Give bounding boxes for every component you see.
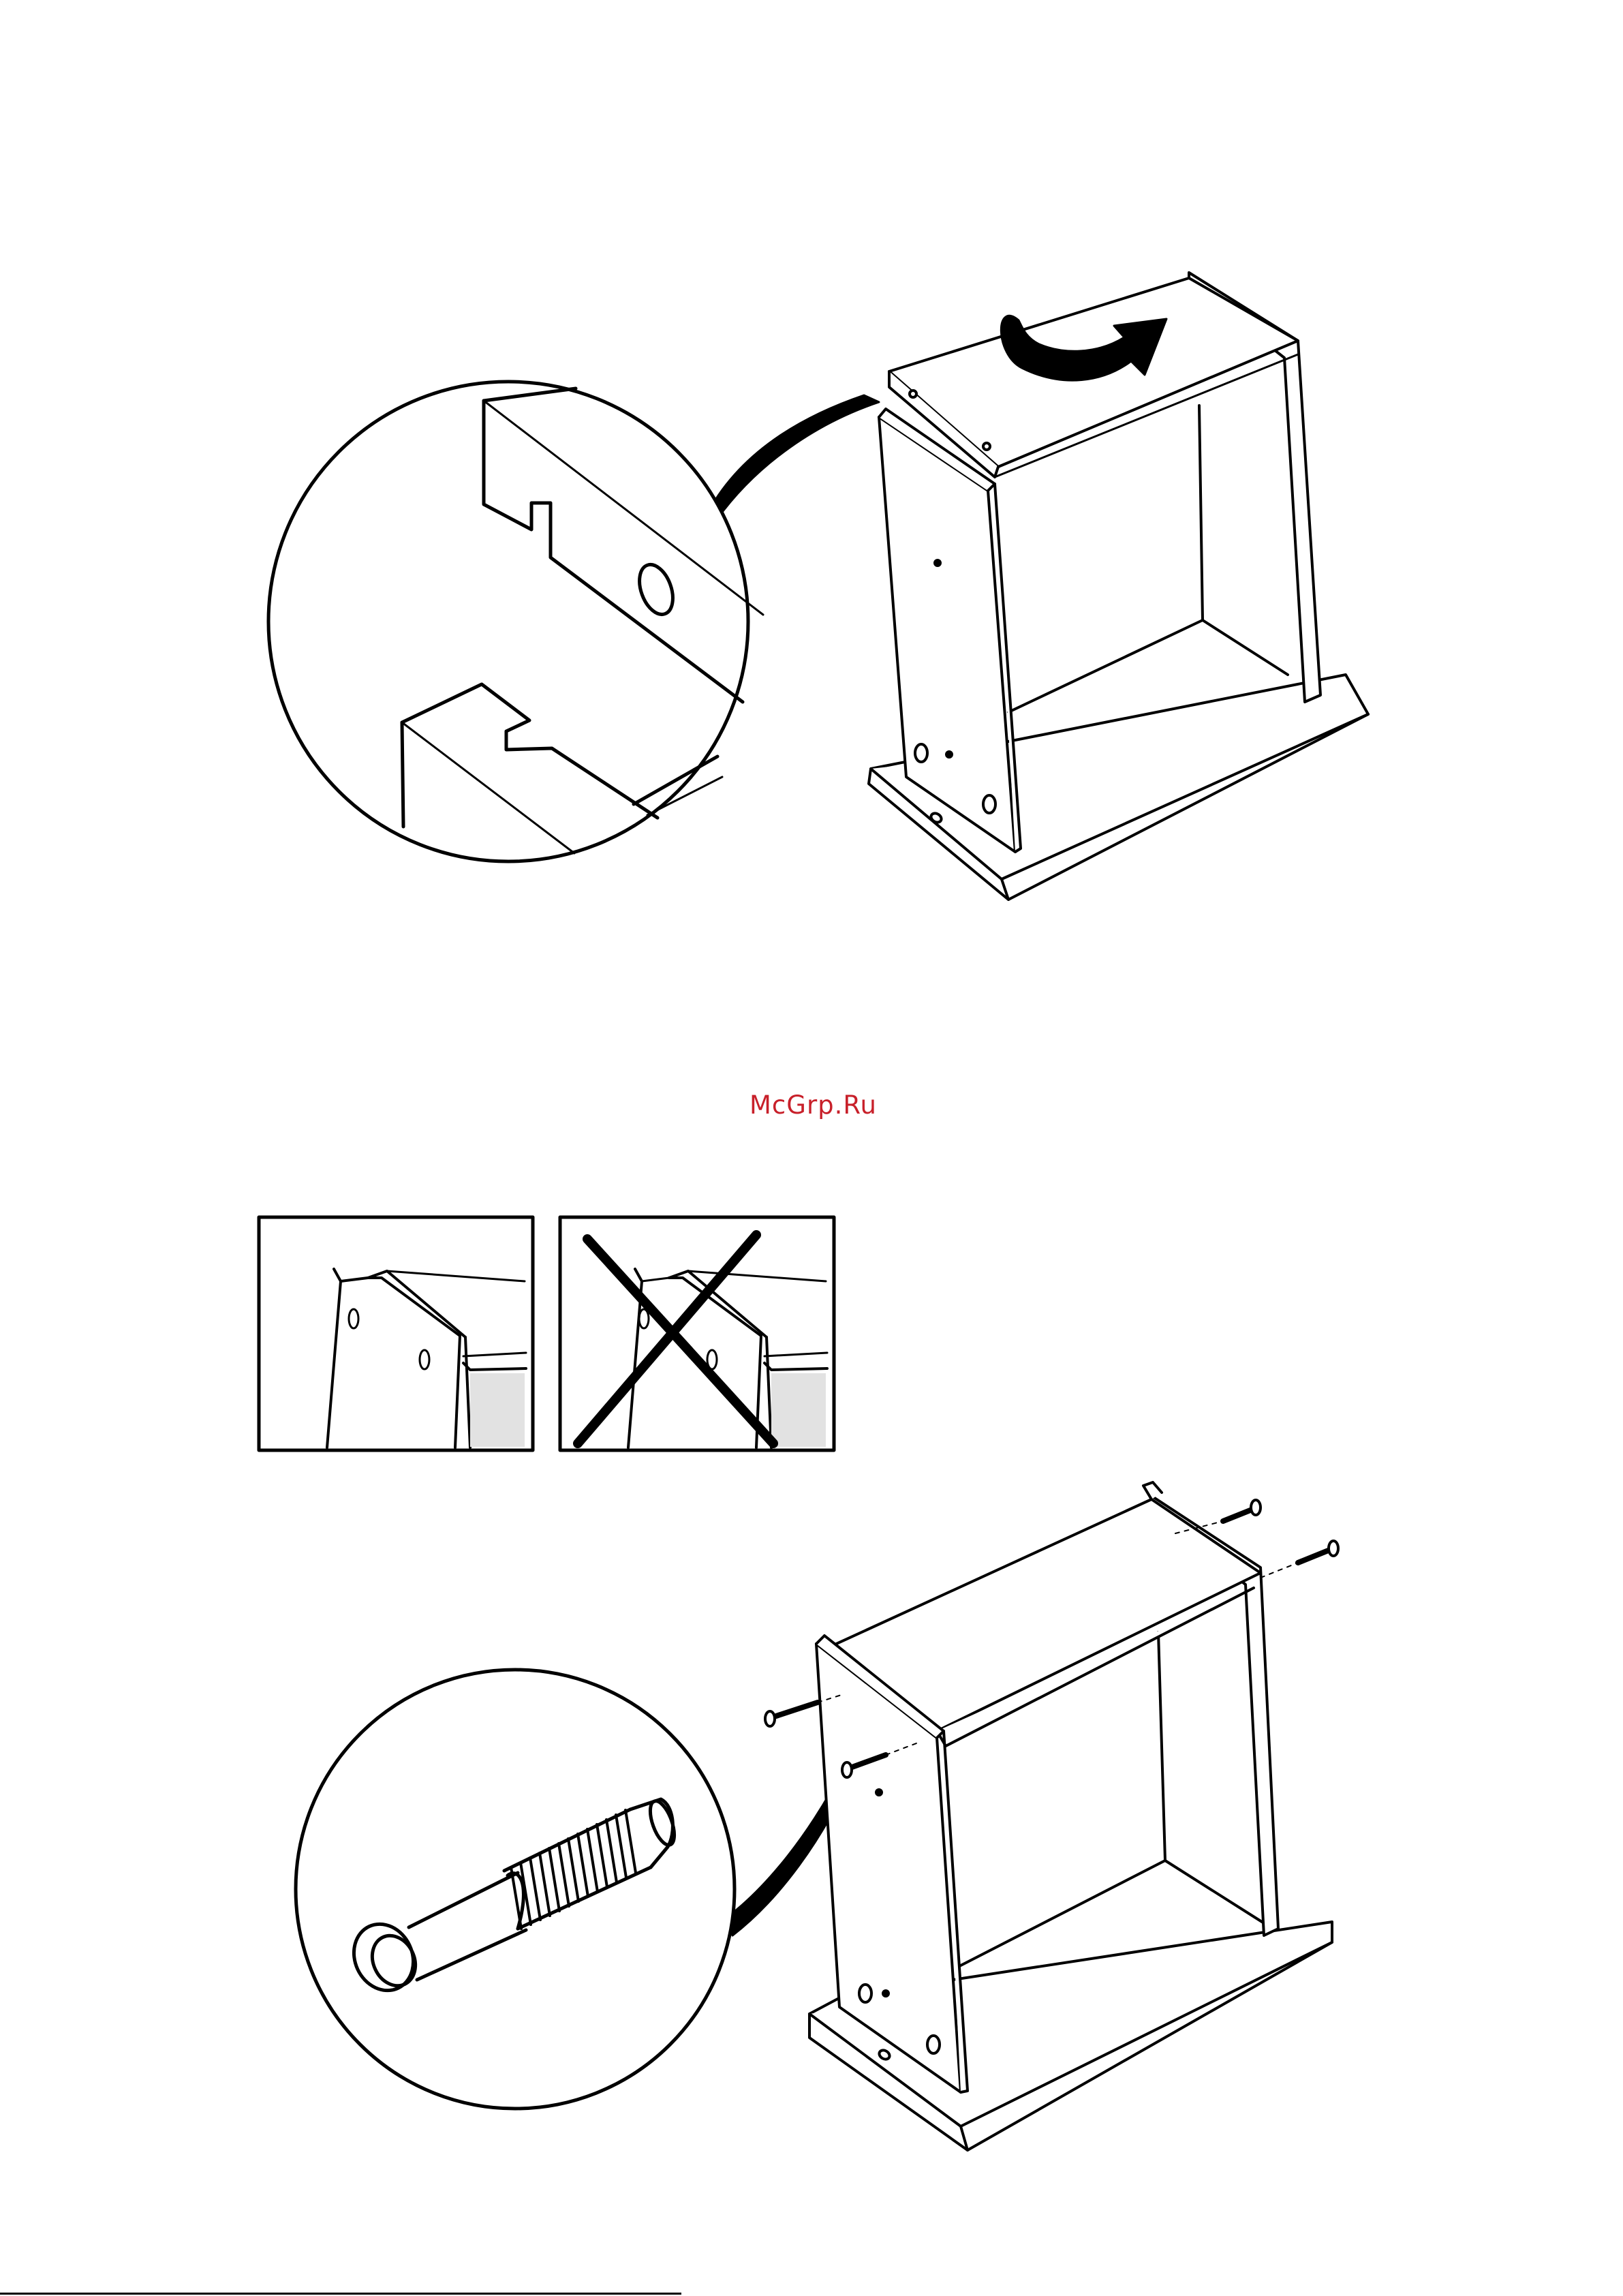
cabinet-step3 [809,1482,1332,2150]
detail-connector [709,395,879,521]
correct-orientation-icon [259,1217,533,1450]
watermark-text: McGrp.Ru [749,1090,886,1120]
dowel-icon [765,1500,1338,1777]
step-attach-top-panel [0,0,1623,954]
incorrect-orientation-icon [560,1217,834,1450]
detail-connector [726,1765,855,1935]
dowel-icon [343,1798,679,2000]
page-footer-rule [0,2293,681,2295]
groove-detail-magnifier [268,382,763,861]
cross-icon [578,1235,773,1443]
dowel-detail-magnifier [296,1670,735,2109]
